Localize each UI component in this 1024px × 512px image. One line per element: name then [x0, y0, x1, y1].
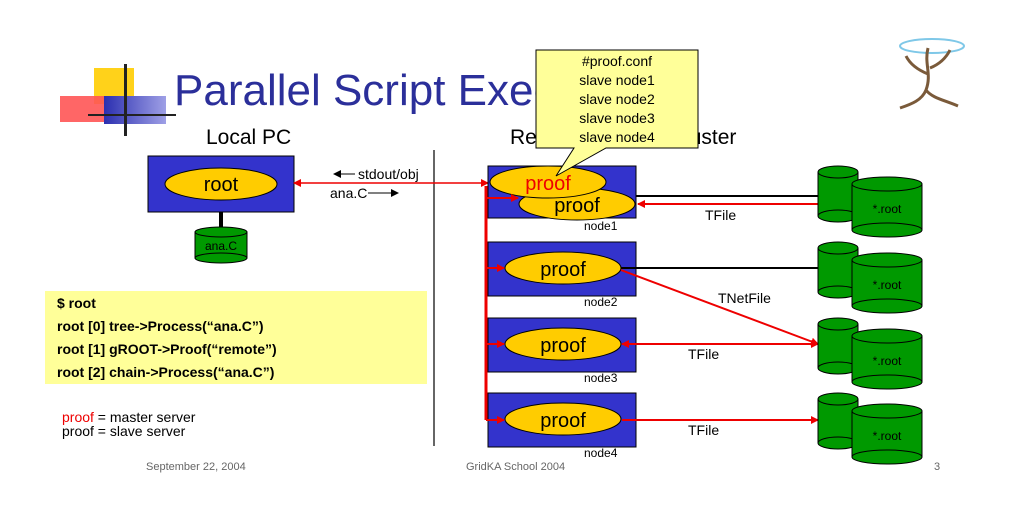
session-line: root [0] tree->Process(“ana.C”): [57, 318, 264, 334]
node1-name: node1: [584, 219, 618, 233]
tfile-label-1: TFile: [705, 207, 736, 223]
footer-event: GridKA School 2004: [466, 461, 566, 473]
legend-master-text: = master server: [93, 409, 196, 425]
legend-master-word: proof: [62, 409, 94, 425]
callout-box: [535, 49, 699, 177]
root-session-box: $ root root [0] tree->Process(“ana.C”) r…: [45, 291, 427, 384]
stdout-label: stdout/obj: [358, 166, 419, 182]
node3-name: node3: [584, 371, 618, 385]
node1-slave-label: proof: [554, 195, 600, 217]
node3-proof-label: proof: [540, 335, 586, 357]
session-line: $ root: [57, 295, 96, 311]
root-ellipse: [164, 167, 278, 201]
callout-line: slave node3: [579, 110, 655, 126]
disk-stack-3: [817, 317, 923, 390]
root-label: root: [204, 174, 239, 196]
disk-stack-2: [817, 241, 923, 314]
master-label: proof: [525, 173, 571, 195]
node2-proof-label: proof: [540, 259, 586, 281]
send-label: ana.C: [330, 185, 367, 201]
tnetfile-arrow: [620, 269, 819, 346]
footer-date: September 22, 2004: [146, 461, 246, 473]
tfile-label-3: TFile: [688, 346, 719, 362]
ana-c-label: ana.C: [205, 239, 237, 253]
root-tree-logo: [899, 38, 965, 110]
disk-label-1: *.root: [873, 202, 902, 216]
ana-c-disk: [194, 226, 248, 264]
slide-logo: [58, 62, 178, 142]
master-ellipse: [489, 165, 607, 199]
callout-line: slave node2: [579, 91, 655, 107]
local-pc-heading: Local PC: [206, 126, 292, 149]
disk-label-4: *.root: [873, 429, 902, 443]
tfile-label-4: TFile: [688, 422, 719, 438]
legend-slave: proof = slave server: [62, 423, 186, 439]
callout-line: #proof.conf: [581, 53, 653, 69]
node4-name: node4: [584, 446, 618, 460]
disk-stack-1: [817, 165, 923, 238]
node4-ellipse: [504, 402, 622, 436]
session-line: root [2] chain->Process(“ana.C”): [57, 364, 275, 380]
session-line: root [1] gROOT->Proof(“remote”): [57, 341, 277, 357]
disk-label-3: *.root: [873, 354, 902, 368]
node2-name: node2: [584, 295, 618, 309]
node4-proof-label: proof: [540, 410, 586, 432]
callout-line: slave node4: [579, 129, 655, 145]
disk-stack-4: [817, 392, 923, 465]
callout-line: slave node1: [579, 72, 655, 88]
proof-conf-callout: #proof.conf slave node1 slave node2 slav…: [536, 52, 698, 147]
tnetfile-label: TNetFile: [718, 290, 771, 306]
disk-label-2: *.root: [873, 278, 902, 292]
legend-master: proof = master server: [62, 409, 195, 425]
footer-page-number: 3: [934, 461, 941, 473]
